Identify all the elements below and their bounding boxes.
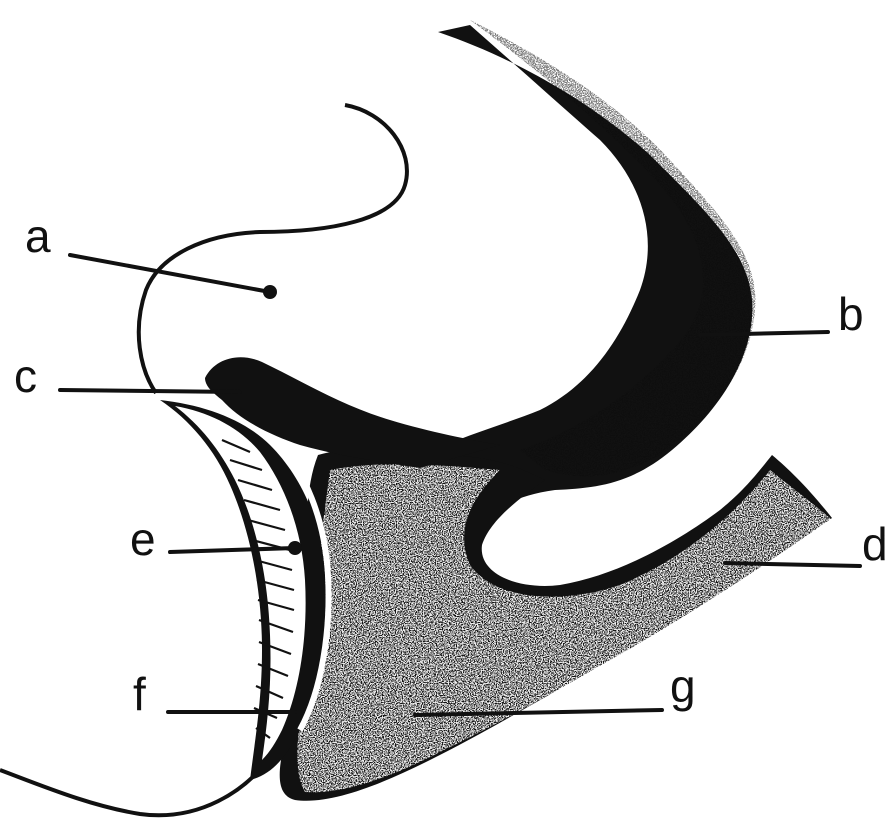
label-f: f <box>133 668 146 720</box>
leader-c <box>60 390 240 392</box>
label-b: b <box>838 288 864 340</box>
label-g: g <box>670 660 696 712</box>
lower-membrane-curve <box>0 760 268 815</box>
structure-g-body-stipple <box>297 464 832 792</box>
label-d: d <box>862 518 888 570</box>
label-c: c <box>14 350 37 402</box>
label-e: e <box>130 513 156 565</box>
outer-membrane-curve <box>139 105 407 393</box>
label-a: a <box>25 210 51 262</box>
structure-e-inner <box>175 406 306 760</box>
